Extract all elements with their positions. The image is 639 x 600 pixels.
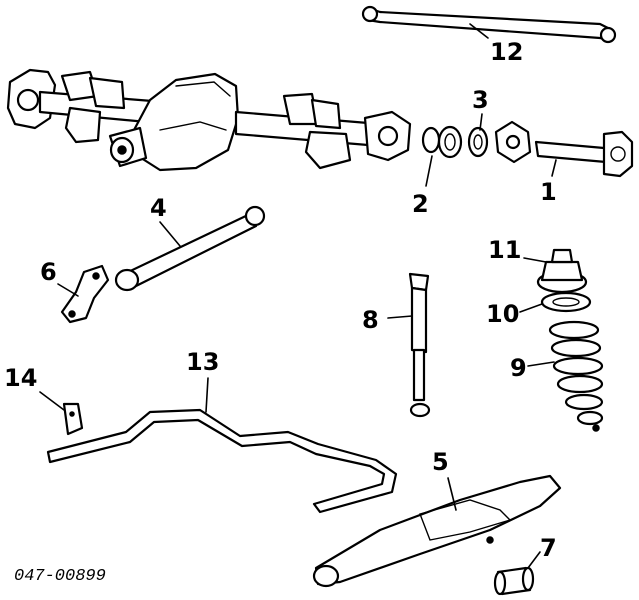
callout-11: 11 — [488, 236, 521, 264]
part-6-bracket — [60, 264, 110, 324]
part-9-coil-spring — [548, 320, 604, 432]
callout-labels: 12 3 2 1 4 6 11 10 8 9 13 14 5 7 — [4, 38, 557, 562]
leader-lines — [39, 23, 557, 569]
callout-5: 5 — [432, 448, 449, 476]
bearing-retainer-plate — [494, 120, 532, 164]
part-11-spring-upper-seat — [536, 248, 588, 294]
part-13-stabilizer-bar — [46, 408, 398, 514]
part-4-lower-link — [114, 205, 266, 292]
part-10-spring-insulator — [540, 291, 592, 313]
part-14-stabilizer-bracket — [62, 402, 84, 436]
callout-4: 4 — [150, 194, 167, 222]
part-2-bearing — [421, 125, 463, 159]
callout-8: 8 — [362, 306, 379, 334]
callout-1: 1 — [540, 178, 557, 206]
callout-14: 14 — [4, 364, 37, 392]
part-12-lateral-rod — [361, 5, 617, 44]
callout-10: 10 — [486, 300, 519, 328]
part-1-axle-shaft — [534, 130, 634, 178]
part-3-seal — [467, 126, 489, 158]
rear-axle-housing — [6, 68, 412, 172]
part-5-trailing-arm — [312, 474, 562, 588]
callout-7: 7 — [540, 534, 557, 562]
callout-12: 12 — [490, 38, 523, 66]
callout-3: 3 — [472, 86, 489, 114]
part-7-bushing — [493, 566, 535, 596]
callout-13: 13 — [186, 348, 219, 376]
catalog-number: 047-00899 — [14, 567, 106, 586]
callout-9: 9 — [510, 354, 527, 382]
part-8-shock-absorber — [408, 272, 431, 418]
callout-2: 2 — [412, 190, 429, 218]
callout-6: 6 — [40, 258, 57, 286]
